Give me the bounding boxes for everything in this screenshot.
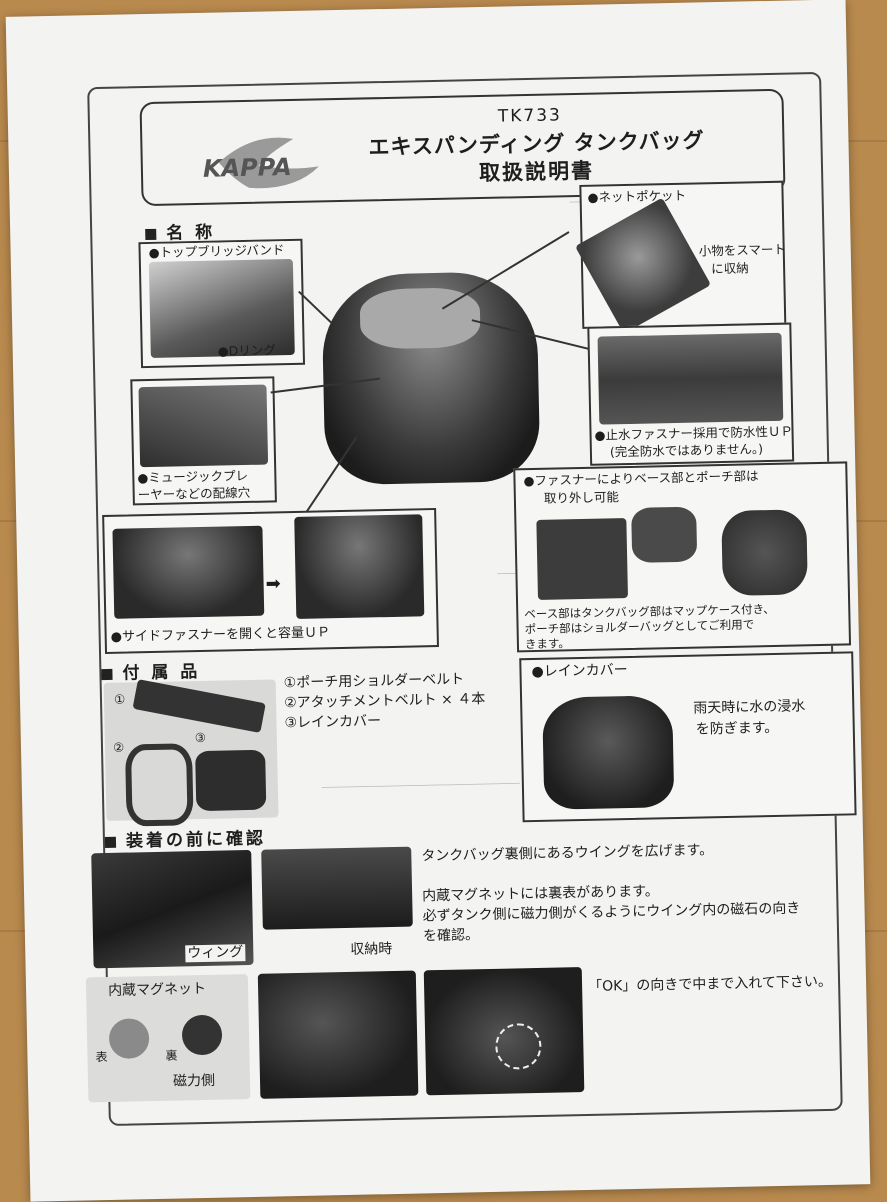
accessories-heading: 付 属 品 <box>101 657 200 684</box>
music-cable-label: ーヤーなどの配線穴 <box>137 484 251 503</box>
net-pocket-note: 小物をスマート <box>698 241 787 259</box>
magnet-title: 内蔵マグネット <box>107 980 207 999</box>
model-number: TK733 <box>497 105 563 127</box>
marker-1: ① <box>113 691 126 707</box>
accessories-photo: ① ② ③ <box>103 679 279 827</box>
marker-2: ② <box>112 739 125 755</box>
rain-cover-title: ●レインカバー <box>531 662 628 681</box>
magnet-photo: 内蔵マグネット 表 裏 磁力側 <box>85 974 251 1103</box>
marker-3: ③ <box>194 729 207 746</box>
doc-title: 取扱説明書 <box>478 158 595 186</box>
net-pocket-note: に収納 <box>710 260 749 277</box>
accessory-item: ③レインカバー <box>284 713 382 732</box>
d-ring-label: ●Dリング <box>217 342 276 359</box>
square-bullet-icon <box>104 836 117 848</box>
base-map-case-photo <box>536 518 628 600</box>
back-label: 裏 <box>165 1048 178 1063</box>
arrow-right-icon: ➡ <box>265 573 281 595</box>
check-text: を確認。 <box>422 927 480 945</box>
front-label: 表 <box>95 1050 108 1065</box>
net-pocket-label: ●ネットポケット <box>587 187 687 205</box>
magnet-front-photo <box>108 1018 150 1059</box>
zipper-photo <box>597 332 784 425</box>
ok-circle-icon <box>494 1022 542 1070</box>
zipper-note: (完全防水ではありません。) <box>609 441 764 460</box>
stored-photo <box>261 846 413 930</box>
shoulder-bag-photo <box>721 509 808 597</box>
detach-note: きます。 <box>524 636 570 652</box>
ok-label: OK <box>433 1080 451 1096</box>
ng-label: NG <box>260 1084 279 1099</box>
magnet-back-photo <box>181 1014 223 1056</box>
attachment-belt-photo <box>124 743 194 827</box>
rain-cover-note: を防ぎます。 <box>695 719 779 738</box>
net-pocket-photo <box>574 197 712 334</box>
instruction-sheet: ―――――――――――― ―――――――――――――――――― ――――――――… <box>5 0 871 1202</box>
rain-cover-small-photo <box>195 749 267 812</box>
magnetic-side-label: 磁力側 <box>172 1072 216 1090</box>
square-bullet-icon <box>145 228 157 240</box>
bag-closed-photo <box>112 525 265 619</box>
ng-photo <box>257 970 419 1099</box>
top-bridge-band-label: ●トップブリッジバンド <box>148 241 285 261</box>
rain-cover-note: 雨天時に水の浸水 <box>693 698 806 717</box>
svg-text:KAPPA: KAPPA <box>203 153 292 183</box>
ok-photo <box>423 967 585 1096</box>
detach-label: 取り外し可能 <box>543 489 620 506</box>
shoulder-belt-photo <box>132 679 266 733</box>
accessory-item: ②アタッチメントベルト × ４本 <box>283 691 486 712</box>
check-heading: 装着の前に確認 <box>104 824 266 852</box>
rain-cover-photo <box>542 695 675 810</box>
stored-label: 収納時 <box>350 941 393 958</box>
kappa-logo: KAPPA <box>203 137 319 189</box>
pouch-photo <box>631 506 698 563</box>
bag-expanded-photo <box>294 514 425 619</box>
square-bullet-icon <box>101 668 113 680</box>
wing-label: ウィング <box>185 944 246 963</box>
cable-port-photo <box>138 384 269 468</box>
